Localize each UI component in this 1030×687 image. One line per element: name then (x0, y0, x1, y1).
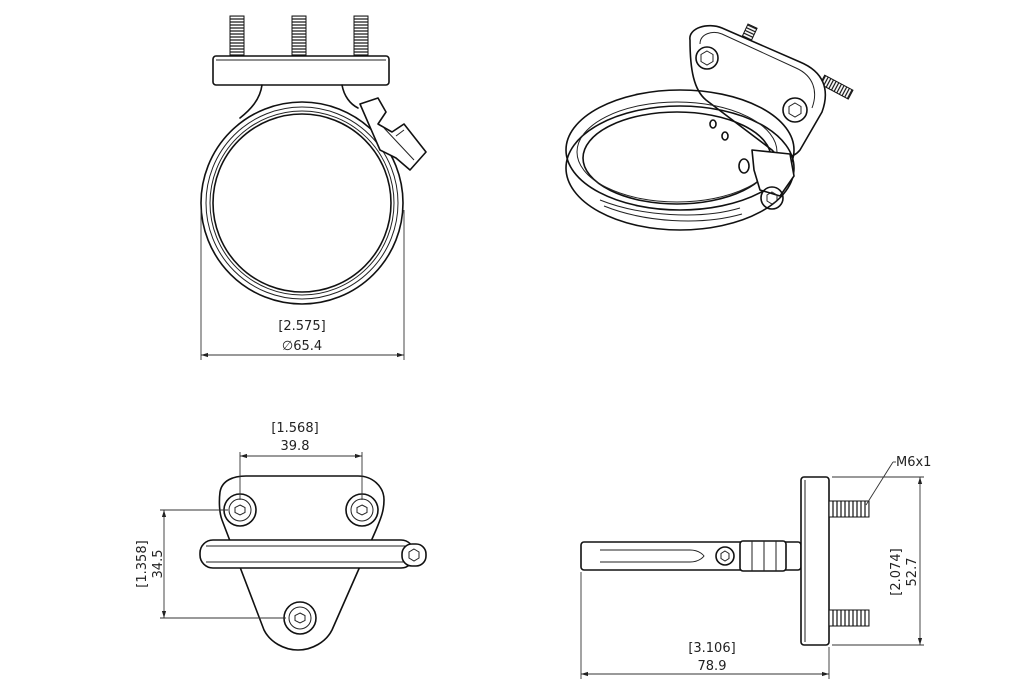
top-view: [2.575] ∅65.4 (200, 15, 427, 360)
stud-right (353, 15, 369, 59)
side-stud-upper (828, 500, 870, 518)
dim-diameter-mm-line: ∅65.4 (282, 339, 322, 354)
clamp-ring-outer (200, 101, 404, 305)
side-view: M6x1 [2.074] 52.7 [3.106] 78.9 (580, 455, 931, 679)
dim-plate-inch: [2.074] (889, 548, 904, 595)
front-view: [1.568] 39.8 [1.358] 34.5 (135, 421, 427, 651)
clamp-screw (359, 97, 427, 171)
dim-plate-mm: 52.7 (905, 558, 920, 587)
iso-clamp-screw (751, 149, 795, 210)
dim-hole-spacing-inch: [1.568] (271, 421, 318, 436)
stud-center (291, 15, 307, 59)
iso-ring-outer (565, 105, 795, 231)
side-clamp-screw (715, 546, 735, 566)
dim-height-mm: 34.5 (151, 550, 166, 579)
iso-mount-plate (689, 24, 827, 158)
dim-length-mm: 78.9 (698, 659, 727, 674)
dim-height-inch: [1.358] (135, 540, 150, 587)
diameter-symbol: ∅ (282, 339, 293, 354)
dim-length-inch: [3.106] (688, 641, 735, 656)
dim-hole-spacing-mm: 39.8 (281, 439, 310, 454)
side-stud-lower (828, 609, 870, 627)
iso-screw-top (695, 46, 719, 70)
dim-diameter-mm: 65.4 (293, 339, 322, 354)
clamp-ring-inner (212, 113, 392, 293)
isometric-view (565, 23, 854, 231)
mount-plate (212, 55, 390, 86)
side-mount-plate (800, 476, 830, 646)
front-ring-band (199, 539, 415, 569)
iso-screw-right (782, 97, 808, 123)
front-clamp-screw (401, 543, 427, 567)
thread-callout: M6x1 (896, 455, 931, 470)
dim-diameter-inch: [2.575] (278, 319, 325, 334)
stud-left (229, 15, 245, 59)
